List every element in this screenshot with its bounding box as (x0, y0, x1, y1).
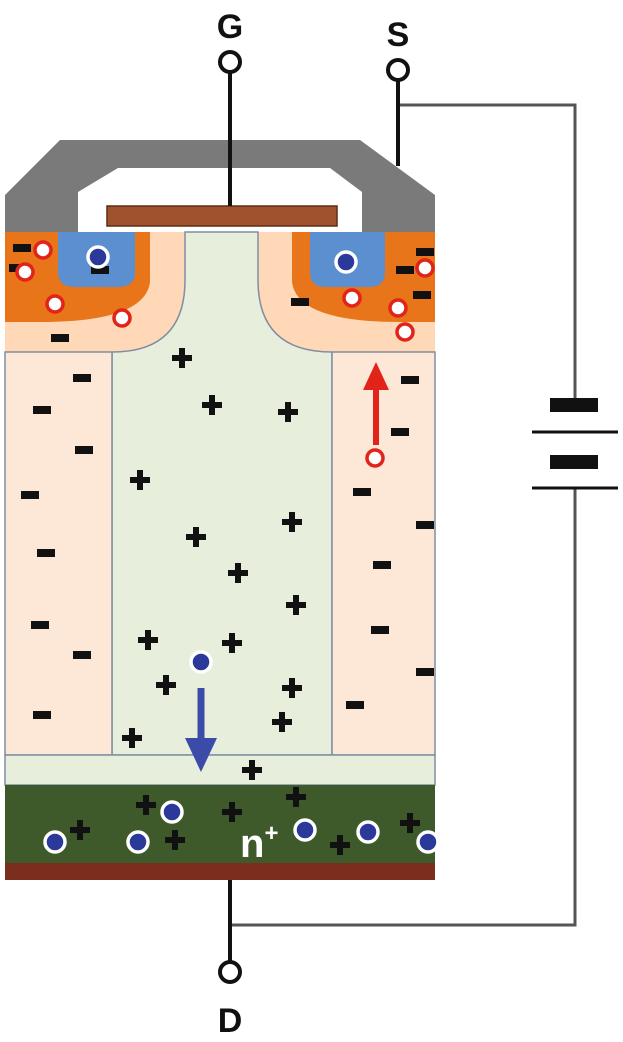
drain-metal (5, 863, 435, 880)
hole-flow-arrow-icon (363, 362, 389, 445)
source-terminal-icon (386, 58, 410, 82)
negative-charge-icon (13, 244, 31, 252)
gate-label: G (217, 8, 243, 46)
hole-icon (342, 288, 362, 308)
electron-icon (416, 830, 440, 854)
source-label: S (387, 16, 410, 54)
negative-charge-icon (373, 561, 391, 569)
negative-charge-icon (73, 651, 91, 659)
p-pillar-right (331, 351, 436, 756)
positive-charge-icon (143, 795, 149, 815)
negative-charge-icon (31, 621, 49, 629)
battery-icon (532, 398, 618, 490)
positive-charge-icon (229, 802, 235, 822)
p-pillar-left (4, 351, 113, 756)
positive-charge-icon (293, 787, 299, 807)
external-circuit (230, 103, 618, 927)
negative-charge-icon (91, 266, 109, 274)
charge-markers (9, 240, 440, 855)
positive-charge-icon (229, 633, 235, 653)
device-body (4, 231, 436, 880)
positive-charge-icon (77, 820, 83, 840)
positive-charge-icon (285, 402, 291, 422)
negative-charge-icon (75, 446, 93, 454)
circuit-wire-bottom (230, 488, 577, 927)
positive-charge-icon (179, 348, 185, 368)
gate-terminal-icon (218, 50, 242, 74)
electron-icon (189, 650, 213, 674)
circuit-wire-top (398, 103, 577, 400)
negative-charge-icon (416, 521, 434, 529)
negative-charge-icon (73, 374, 91, 382)
negative-charge-icon (371, 626, 389, 634)
positive-charge-icon (172, 830, 178, 850)
positive-charge-icon (235, 563, 241, 583)
hole-icon (15, 262, 35, 282)
electron-icon (43, 830, 67, 854)
negative-charge-icon (21, 491, 39, 499)
negative-charge-icon (33, 711, 51, 719)
drain-terminal-icon (218, 960, 242, 984)
positive-charge-icon (209, 395, 215, 415)
hole-icon (395, 322, 415, 342)
positive-charge-icon (129, 728, 135, 748)
electron-icon (86, 245, 110, 269)
electron-icon (160, 800, 184, 824)
electron-icon (356, 820, 380, 844)
positive-charge-icon (279, 712, 285, 732)
negative-charge-icon (413, 291, 431, 299)
electron-icon (126, 830, 150, 854)
gate-electrode (106, 205, 338, 227)
hole-icon (112, 308, 132, 328)
electron-flow-arrow-icon (185, 688, 217, 772)
drain-label: D (218, 1002, 243, 1040)
negative-charge-icon (353, 488, 371, 496)
negative-charge-icon (291, 298, 309, 306)
hole-icon (45, 294, 65, 314)
positive-charge-icon (293, 595, 299, 615)
negative-charge-icon (396, 266, 414, 274)
hole-icon (33, 240, 53, 260)
negative-charge-icon (33, 406, 51, 414)
substrate-label-superscript: + (264, 820, 278, 847)
positive-charge-icon (289, 678, 295, 698)
positive-charge-icon (137, 470, 143, 490)
negative-charge-icon (416, 668, 434, 676)
positive-charge-icon (289, 512, 295, 532)
negative-charge-icon (401, 376, 419, 384)
negative-charge-icon (391, 428, 409, 436)
electron-icon (334, 250, 358, 274)
positive-charge-icon (193, 527, 199, 547)
positive-charge-icon (163, 675, 169, 695)
negative-charge-icon (416, 248, 434, 256)
negative-charge-icon (51, 334, 69, 342)
positive-charge-icon (337, 835, 343, 855)
positive-charge-icon (407, 813, 413, 833)
hole-icon (365, 448, 385, 468)
positive-charge-icon (249, 760, 255, 780)
substrate-label: n+ (240, 820, 278, 866)
negative-charge-icon (346, 701, 364, 709)
negative-charge-icon (37, 549, 55, 557)
n-buffer-layer (4, 754, 436, 786)
positive-charge-icon (145, 630, 151, 650)
substrate-label-main: n (240, 822, 264, 866)
electron-icon (293, 818, 317, 842)
hole-icon (415, 258, 435, 278)
hole-icon (388, 298, 408, 318)
